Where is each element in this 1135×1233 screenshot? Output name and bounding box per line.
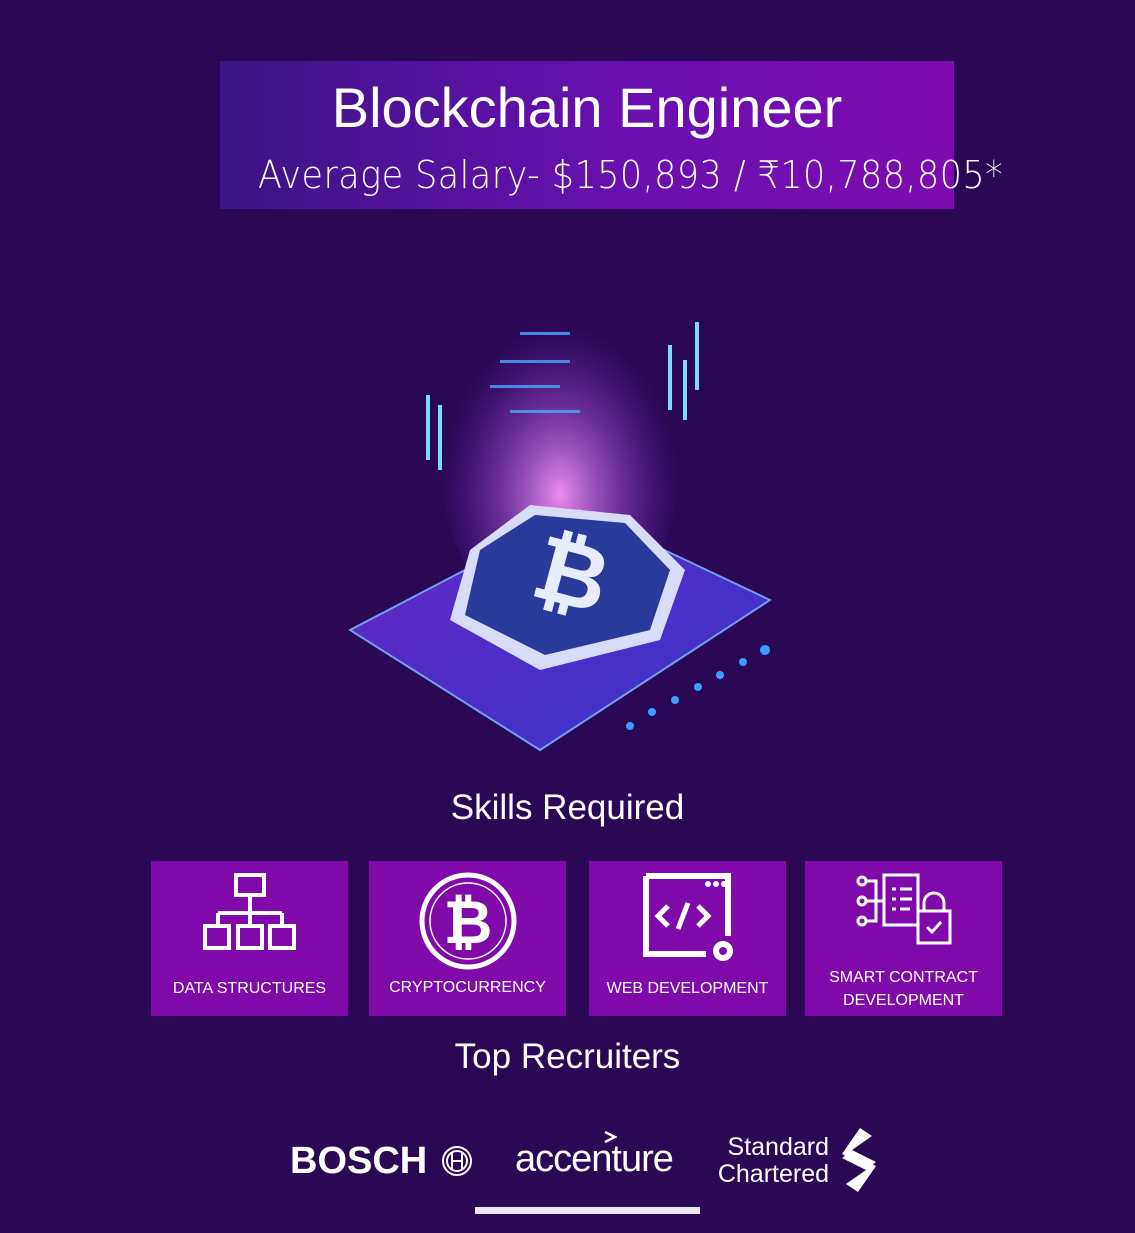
skill-tile-smart-contract: SMART CONTRACT DEVELOPMENT xyxy=(805,861,1002,1016)
svg-text:₿: ₿ xyxy=(443,888,492,958)
skill-tile-data-structures: DATA STRUCTURES xyxy=(151,861,348,1016)
skill-tile-cryptocurrency: ₿ CRYPTOCURRENCY xyxy=(369,861,566,1016)
accenture-chevron-icon xyxy=(604,1131,617,1143)
contract-lock-icon xyxy=(856,873,951,945)
skill-label: DATA STRUCTURES xyxy=(172,980,327,997)
bitcoin-icon: ₿ xyxy=(419,872,516,970)
accenture-logo: accenture xyxy=(515,1138,674,1180)
skill-tile-web-development: WEB DEVELOPMENT xyxy=(589,861,786,1016)
logo-text-standard: Standard xyxy=(727,1133,829,1161)
standard-chartered-logo: Standard Chartered xyxy=(713,1134,829,1188)
skill-label: WEB DEVELOPMENT xyxy=(606,980,769,997)
scroll-indicator xyxy=(475,1207,700,1214)
skill-label: SMART CONTRACT DEVELOPMENT xyxy=(829,969,978,1009)
blockchain-illustration: ₿ xyxy=(347,290,773,752)
hierarchy-icon xyxy=(202,873,296,950)
code-window-icon xyxy=(642,873,733,961)
average-salary: Average Salary- $150,893 / ₹10,788,805* xyxy=(258,153,1004,197)
skill-label: CRYPTOCURRENCY xyxy=(389,979,546,996)
header-banner: Blockchain Engineer Average Salary- $150… xyxy=(220,61,1003,209)
skills-heading: Skills Required xyxy=(450,788,685,827)
bosch-armature-icon xyxy=(442,1146,472,1176)
binary-stream-icon xyxy=(490,332,580,413)
recruiters-heading: Top Recruiters xyxy=(454,1037,681,1076)
page-title: Blockchain Engineer xyxy=(331,76,843,139)
bosch-logo: BOSCH xyxy=(290,1140,428,1182)
standard-chartered-icon xyxy=(842,1128,876,1192)
logo-text-chartered: Chartered xyxy=(717,1160,829,1188)
